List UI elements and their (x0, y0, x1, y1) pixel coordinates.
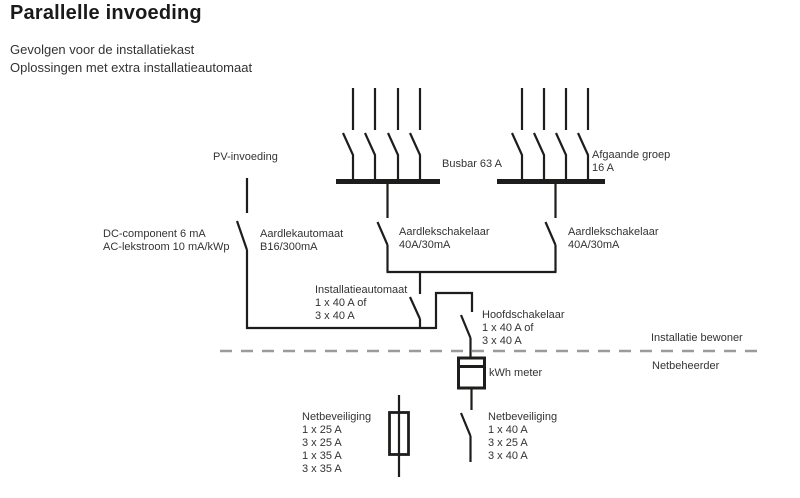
pv-feed-breaker-icon (235, 178, 249, 329)
label-netbeheerder: Netbeheerder (652, 360, 720, 372)
main-switch-icon (459, 314, 472, 358)
label-aardlekautomaat: Aardlekautomaat B16/300mA (260, 228, 344, 253)
busbar-left-group (336, 88, 440, 184)
circuit-breaker-icon (341, 88, 355, 179)
circuit-breaker-icon (576, 88, 590, 179)
label-aardlekschakelaar-left: Aardlekschakelaar 40A/30mA (399, 226, 490, 251)
circuit-breaker-icon (532, 88, 546, 179)
label-aardlekschakelaar-right: Aardlekschakelaar 40A/30mA (568, 226, 659, 251)
label-dc-component: DC-component 6 mA AC-lekstroom 10 mA/kWp (103, 228, 230, 253)
subtitle-line-2: Oplossingen met extra installatieautomaa… (10, 60, 253, 75)
grid-protection-switch-icon (459, 388, 473, 462)
grid-protection-fuse-icon (388, 395, 410, 477)
page-title: Parallelle invoeding (10, 2, 202, 24)
busbar-bar (336, 179, 440, 184)
circuit-breaker-icon (554, 88, 568, 179)
label-installatieautomaat: Installatieautomaat 1 x 40 A of 3 x 40 A (315, 284, 408, 322)
label-installatie-bewoner: Installatie bewoner (651, 332, 743, 344)
circuit-breaker-icon (408, 88, 422, 179)
label-afgaande-groep: Afgaande groep 16 A (592, 149, 671, 174)
label-busbar: Busbar 63 A (442, 158, 502, 170)
circuit-breaker-icon (363, 88, 377, 179)
busbar-right-group (497, 88, 605, 184)
rcd-switch-left-icon (376, 184, 389, 272)
circuit-breaker-icon (510, 88, 524, 179)
jog-wire (434, 291, 474, 329)
busbar-bar (497, 179, 605, 184)
subtitle-line-1: Gevolgen voor de installatiekast (10, 42, 195, 57)
installation-breaker-icon (408, 272, 422, 329)
label-netbeveiliging-fuse: Netbeveiliging 1 x 25 A 3 x 25 A 1 x 35 … (302, 411, 372, 475)
label-kwh-meter: kWh meter (489, 367, 543, 379)
kwh-meter-icon (457, 356, 486, 390)
rcd-switch-right-icon (544, 184, 557, 272)
circuit-breaker-icon (386, 88, 400, 179)
label-hoofdschakelaar: Hoofdschakelaar 1 x 40 A of 3 x 40 A (482, 309, 565, 347)
label-pv-invoeding: PV-invoeding (213, 151, 278, 163)
label-netbeveiliging-switch: Netbeveiliging 1 x 40 A 3 x 25 A 3 x 40 … (488, 411, 558, 462)
